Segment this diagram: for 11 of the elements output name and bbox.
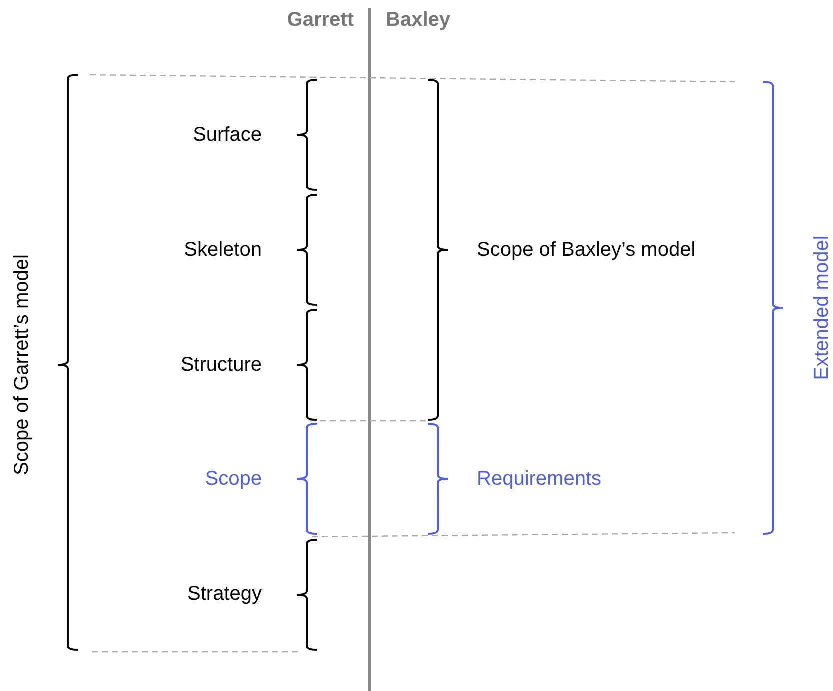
layer-label: Strategy: [188, 582, 262, 606]
layer-label: Scope: [205, 467, 262, 491]
scope-label: Requirements: [477, 467, 602, 491]
layer-label: Surface: [193, 123, 262, 147]
scope-label: Extended model: [810, 236, 833, 380]
scope-label: Scope of Baxley’s model: [477, 238, 696, 262]
column-heading: Garrett: [287, 8, 354, 32]
layer-label: Structure: [180, 353, 262, 377]
scope-label: Scope of Garrett’s model: [10, 254, 34, 476]
column-heading: Baxley: [386, 8, 450, 32]
layer-label: Skeleton: [184, 238, 262, 262]
